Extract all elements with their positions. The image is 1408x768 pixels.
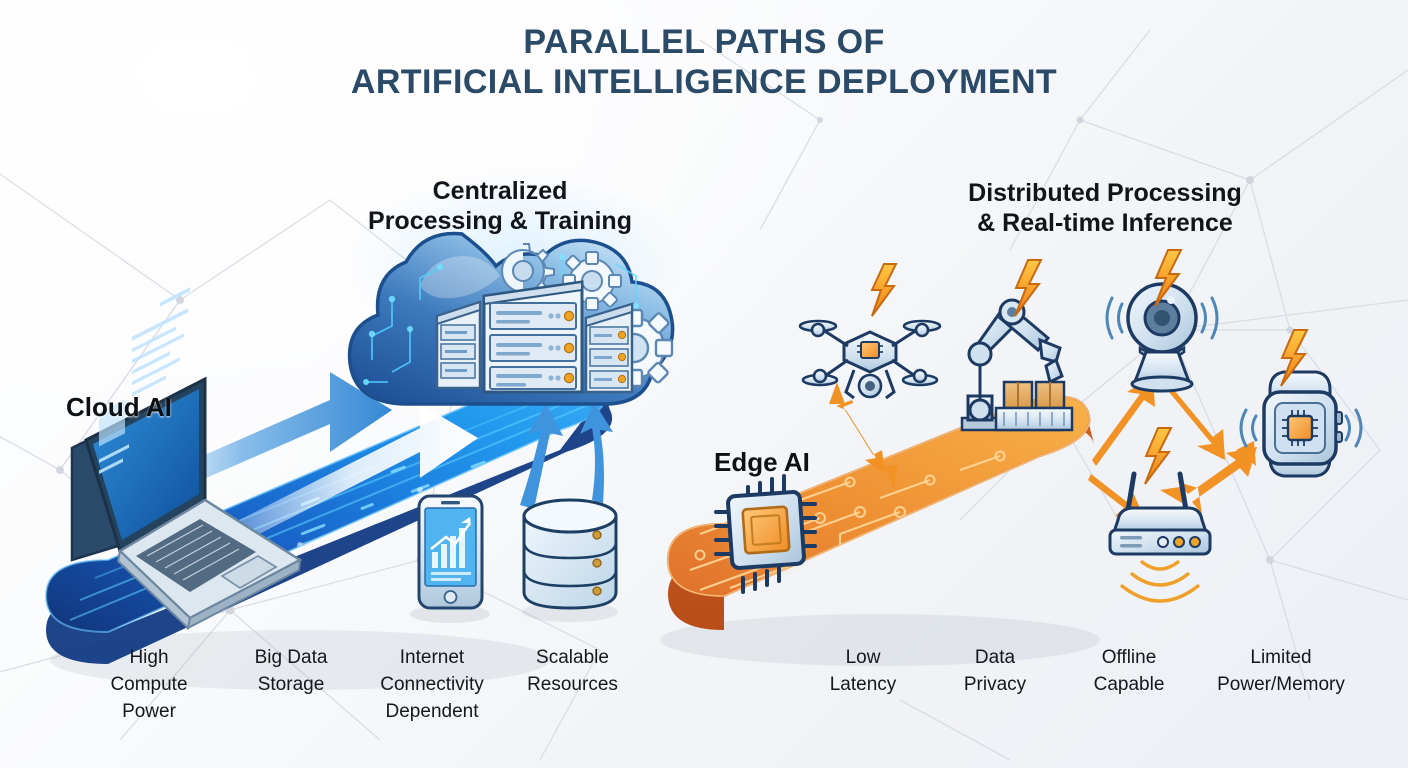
smartphone-chart-icon: [410, 494, 490, 623]
wifi-waves-icon: [1120, 560, 1200, 603]
security-camera-icon: [1105, 249, 1219, 393]
robot-arm-icon: [960, 259, 1074, 432]
lightning-bolt-icon: [1014, 259, 1043, 317]
drone-icon: [798, 263, 942, 400]
title-line-1: PARALLEL PATHS OF: [523, 23, 885, 61]
title-line-2: ARTIFICIAL INTELLIGENCE DEPLOYMENT: [350, 63, 1058, 102]
server-rack-small-left: [435, 300, 482, 390]
feature-label-high-compute-power: High Compute Power: [110, 647, 188, 722]
package-boxes: [1002, 380, 1066, 410]
database-icon: [522, 498, 618, 622]
feature-label-internet-connectivity-dependent: Internet Connectivity Dependent: [380, 647, 484, 722]
page-title: PARALLEL PATHS OF ARTIFICIAL INTELLIGENC…: [0, 22, 1408, 102]
edge-heading-line-1: Distributed Processing: [968, 179, 1242, 207]
cloud-heading-line-1: Centralized: [432, 177, 568, 205]
cloud-flow-arrow-lower: [200, 404, 478, 558]
section-heading-cloud: Centralized Processing & Training: [290, 176, 710, 236]
lightning-bolt-icon: [1144, 427, 1173, 485]
track-label-edge-ai: Edge AI: [714, 447, 810, 477]
lightning-bolt-icon: [870, 263, 898, 317]
feature-label-scalable-resources: Scalable Resources: [527, 647, 618, 695]
feature-label-low-latency: Low Latency: [829, 647, 897, 695]
feature-label-offline-capable: Offline Capable: [1093, 647, 1165, 695]
section-heading-edge: Distributed Processing & Real-time Infer…: [890, 178, 1320, 238]
database-to-cloud-arrow: [580, 402, 613, 503]
lightning-bolt-icon: [1280, 329, 1309, 387]
microchip-icon: [714, 474, 820, 594]
cloud-server-icon: [345, 170, 695, 406]
laptop-icon: [70, 287, 303, 630]
server-rack-main: [482, 280, 584, 394]
cloud-heading-line-2: Processing & Training: [368, 207, 632, 235]
edge-heading-line-2: & Real-time Inference: [977, 209, 1233, 237]
track-label-cloud-ai: Cloud AI: [66, 392, 172, 422]
phone-to-cloud-arrow: [520, 404, 563, 509]
lightning-bolt-icon: [1154, 249, 1183, 307]
router-icon: [1108, 427, 1212, 603]
feature-label-data-privacy: Data Privacy: [963, 647, 1027, 695]
feature-label-limited-power-memory: Limited Power/Memory: [1217, 647, 1345, 695]
feature-label-big-data-storage: Big Data Storage: [254, 647, 328, 695]
smartwatch-icon: [1239, 329, 1363, 478]
server-rack-small-right: [584, 302, 634, 394]
